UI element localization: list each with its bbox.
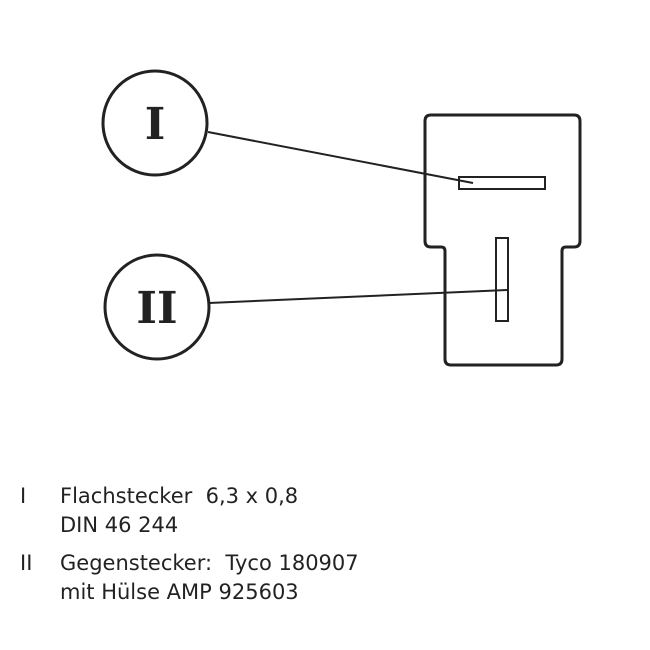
legend-numeral: I	[20, 484, 27, 508]
leader-line-1	[207, 131, 474, 184]
callout-circle-2	[103, 253, 211, 361]
flat-blade-slot	[458, 176, 546, 190]
legend-text: mit Hülse AMP 925603	[60, 580, 299, 604]
mating-blade-slot	[495, 237, 509, 322]
legend-numeral: II	[20, 551, 33, 575]
legend: I Flachstecker 6,3 x 0,8 DIN 46 244 II G…	[0, 482, 359, 607]
legend-item: II Gegenstecker: Tyco 180907 mit Hülse A…	[0, 549, 359, 607]
legend-item: I Flachstecker 6,3 x 0,8 DIN 46 244	[0, 482, 359, 540]
legend-text: Gegenstecker: Tyco 180907	[60, 551, 359, 575]
callout-circle-1	[101, 69, 209, 177]
callout-label-1: I	[145, 99, 166, 150]
leader-line-2	[208, 289, 508, 304]
connector-housing	[423, 113, 582, 367]
legend-text: Flachstecker 6,3 x 0,8	[60, 484, 299, 508]
callout-label-2: II	[136, 283, 177, 334]
legend-text: DIN 46 244	[60, 513, 179, 537]
